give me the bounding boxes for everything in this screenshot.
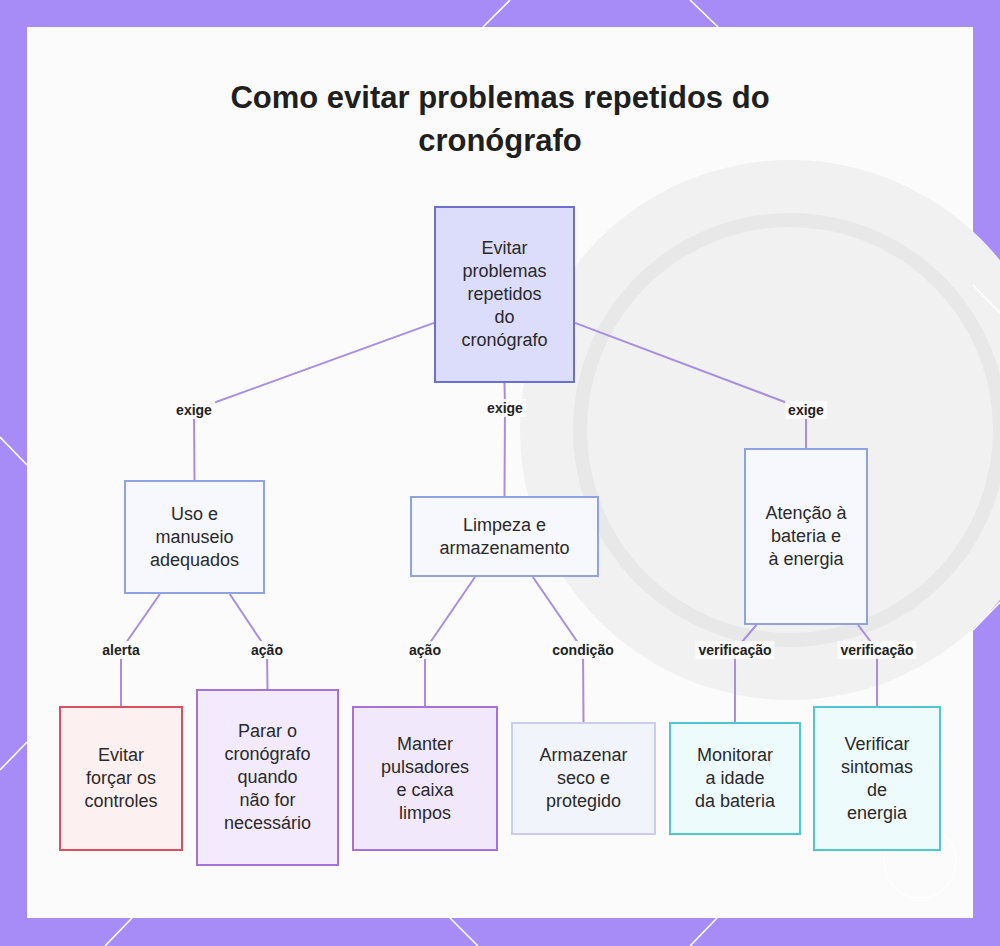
edge-label: verificação — [837, 641, 916, 659]
node-text: Monitorar a idade da bateria — [694, 744, 776, 813]
check-box: Verificar sintomas de energia — [813, 706, 941, 851]
node-text: Verificar sintomas de energia — [837, 733, 917, 825]
edge-label: verificação — [695, 641, 774, 659]
watermark-ring — [580, 220, 1000, 640]
category-box: Uso e manuseio adequados — [124, 480, 265, 594]
edge-label: exige — [173, 401, 215, 419]
action-box: Parar o cronógrafo quando não for necess… — [196, 689, 339, 866]
connector-line — [735, 625, 756, 722]
edge-label: alerta — [99, 641, 142, 659]
node-text: Parar o cronógrafo quando não for necess… — [223, 720, 313, 835]
frame-stroke — [973, 285, 1000, 313]
node-text: Evitar forçar os controles — [76, 744, 166, 813]
edge-label: ação — [248, 641, 286, 659]
frame-stroke — [973, 602, 1000, 630]
alert-box: Evitar forçar os controles — [59, 706, 183, 851]
node-text: Limpeza e armazenamento — [430, 514, 580, 560]
category-box: Limpeza e armazenamento — [410, 496, 599, 577]
node-text: Evitar problemas repetidos do cronógrafo — [457, 237, 552, 352]
condition-box: Armazenar seco e protegido — [511, 722, 656, 835]
diagram-title: Como evitar problemas repetidos do cronó… — [150, 76, 850, 162]
frame-stroke — [0, 742, 27, 770]
root-box: Evitar problemas repetidos do cronógrafo — [434, 206, 575, 383]
frame-stroke — [690, 918, 717, 946]
frame-stroke — [105, 918, 132, 946]
node-text: Atenção à bateria e à energia — [765, 502, 848, 571]
panel — [27, 27, 973, 918]
edge-label: condição — [549, 641, 616, 659]
frame-stroke — [0, 437, 27, 465]
check-box: Monitorar a idade da bateria — [669, 722, 801, 835]
connector-line — [858, 625, 877, 706]
node-text: Uso e manuseio adequados — [145, 503, 245, 572]
frame-stroke — [690, 0, 718, 27]
watermark-disc — [520, 160, 1000, 700]
connector-line — [575, 323, 806, 448]
frame-stroke — [483, 0, 510, 27]
edge-label: exige — [785, 401, 827, 419]
connector-line — [194, 323, 434, 480]
category-box: Atenção à bateria e à energia — [744, 448, 868, 625]
node-text: Manter pulsadores e caixa limpos — [378, 733, 473, 825]
action-box: Manter pulsadores e caixa limpos — [352, 706, 498, 851]
node-text: Armazenar seco e protegido — [534, 744, 634, 813]
edge-label: exige — [484, 399, 526, 417]
frame-stroke — [450, 918, 478, 946]
edge-label: ação — [406, 641, 444, 659]
